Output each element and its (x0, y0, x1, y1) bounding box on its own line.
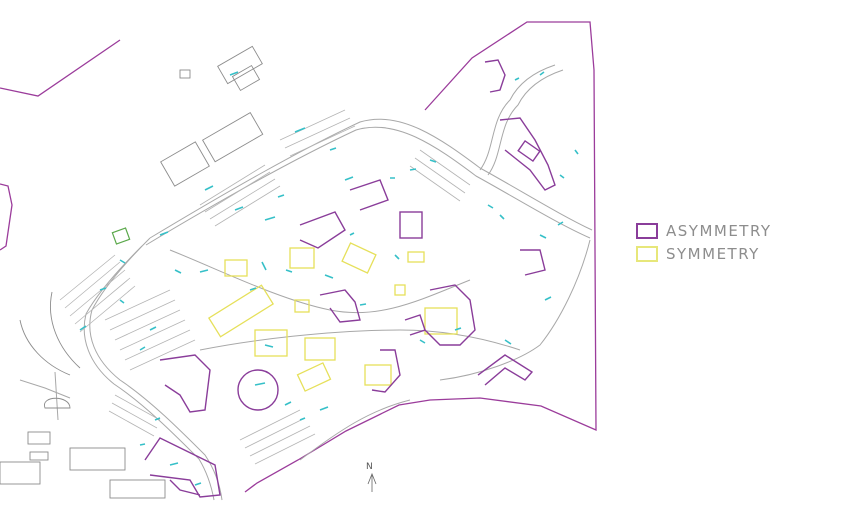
north-label: N (366, 462, 373, 472)
asymmetry-swatch (636, 223, 658, 239)
green-feature (111, 227, 131, 245)
legend-item-asymmetry: ASYMMETRY (636, 221, 772, 241)
legend-label-asymmetry: ASYMMETRY (666, 222, 772, 240)
legend-item-symmetry: SYMMETRY (636, 244, 760, 264)
parking-lots (59, 109, 471, 465)
round-building (237, 369, 279, 411)
asymmetry-buildings (144, 59, 556, 498)
road-network (19, 64, 593, 501)
north-arrow-icon (367, 472, 377, 492)
other-buildings (0, 45, 264, 499)
symmetry-swatch (636, 246, 658, 262)
parking-markings (79, 71, 579, 486)
symmetry-buildings (207, 242, 458, 392)
legend-label-symmetry: SYMMETRY (666, 245, 760, 263)
